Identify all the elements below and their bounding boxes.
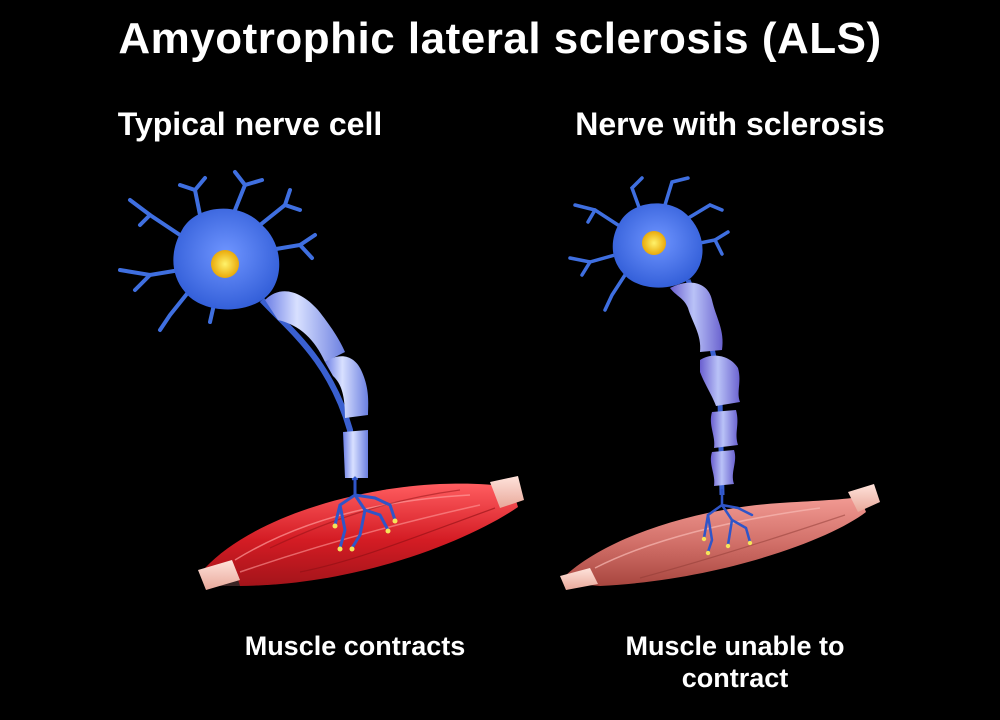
weak-muscle-caption-line2: contract: [681, 663, 789, 693]
sclerosis-nerve-heading: Nerve with sclerosis: [575, 106, 885, 142]
damaged-myelin-sheath-2: [700, 355, 740, 406]
healthy-axon: [259, 291, 369, 481]
damaged-myelin-sheath-1: [670, 282, 723, 352]
damaged-neuron-dendrites: [568, 176, 730, 312]
weak-muscle-tendon-left: [560, 568, 598, 590]
weak-muscle-tendon-right: [848, 484, 880, 512]
weak-muscle: [566, 497, 866, 586]
damaged-neuron-body: [612, 203, 703, 288]
healthy-nucleus: [211, 250, 239, 278]
healthy-muscle-caption: Muscle contracts: [244, 631, 466, 661]
healthy-myelin-sheath-1: [265, 291, 345, 362]
diagram-title: Amyotrophic lateral sclerosis (ALS): [118, 14, 882, 63]
healthy-nerve-terminals: [333, 476, 397, 550]
damaged-axon: [670, 279, 740, 496]
weak-muscle-caption: Muscle unable to contract: [570, 630, 900, 694]
damaged-synapse-dots: [701, 536, 753, 556]
damaged-nucleus: [642, 231, 666, 255]
damaged-nerve-terminals: [702, 488, 754, 554]
weak-muscle-caption-line1: Muscle unable to: [625, 631, 845, 661]
healthy-synapse-dots: [332, 518, 398, 552]
damaged-myelin-sheath-4: [710, 450, 736, 486]
healthy-neuron-body: [173, 208, 280, 310]
healthy-muscle-tendon-left: [198, 560, 240, 590]
healthy-muscle-tendon-right: [490, 476, 524, 508]
typical-nerve-heading: Typical nerve cell: [117, 106, 383, 142]
damaged-myelin-sheath-3: [710, 410, 738, 448]
healthy-myelin-sheath-2: [325, 356, 369, 418]
healthy-myelin-sheath-3: [343, 430, 368, 478]
